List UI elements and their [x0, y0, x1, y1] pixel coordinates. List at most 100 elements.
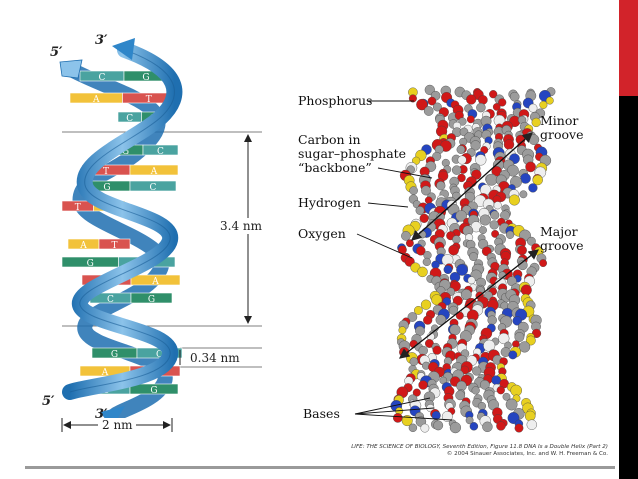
atom [432, 345, 442, 355]
base-letter: T [103, 167, 109, 177]
base-letter: G [122, 147, 129, 157]
width-label: 2 nm [102, 418, 133, 432]
atom [519, 190, 528, 199]
atom [456, 145, 466, 154]
base-block [129, 164, 179, 176]
accent-bar-black [619, 96, 638, 479]
atom [508, 350, 518, 360]
bottom-divider [25, 466, 615, 469]
atom [520, 284, 532, 296]
atom [417, 266, 428, 278]
base-block [130, 292, 173, 304]
credit-line-2: © 2004 Sinauer Associates, Inc. and W. H… [446, 451, 608, 457]
base-letter: C [157, 147, 164, 157]
atom [514, 423, 524, 433]
atom [469, 422, 479, 431]
atom [466, 94, 477, 105]
atom [509, 91, 520, 102]
atom [496, 386, 505, 395]
atom [419, 213, 429, 223]
atom [401, 415, 413, 427]
base-letter: G [103, 183, 110, 193]
atom [505, 398, 518, 411]
atom [431, 260, 440, 269]
carbon-leader [377, 167, 433, 179]
atom [496, 421, 506, 431]
atom [482, 421, 493, 432]
atom [408, 94, 417, 103]
atom [525, 161, 536, 173]
atom [452, 165, 462, 175]
base-letter: A [79, 241, 87, 251]
front-strand-edge [69, 49, 175, 393]
base-letter: T [146, 95, 152, 105]
top-strand-tail-icon [59, 59, 83, 79]
atom [526, 419, 537, 430]
atom [467, 276, 476, 285]
base-letter: G [111, 350, 118, 360]
atom [528, 103, 538, 113]
atom [539, 100, 548, 109]
atom [517, 245, 527, 256]
bases-leader-3 [354, 413, 453, 421]
base-block [130, 274, 181, 286]
bottom-strand-arrow-icon [100, 406, 125, 428]
base-letter: A [151, 277, 159, 287]
label-5prime-top: 5′ [50, 45, 63, 60]
atom [514, 332, 525, 342]
atom [423, 106, 434, 116]
atom [545, 96, 554, 105]
pitch-label: 3.4 nm [220, 219, 263, 233]
atom [508, 194, 520, 206]
carbon-label-1: Carbon in [298, 132, 361, 147]
base-letter: C [156, 350, 163, 360]
atom [485, 173, 498, 186]
atom [469, 252, 478, 262]
atom [418, 230, 427, 239]
atom [466, 115, 475, 124]
atom [477, 402, 487, 411]
atom [412, 388, 421, 397]
carbon-label-2: sugar–phosphate [298, 146, 406, 161]
atom [491, 375, 502, 386]
bases-leader-1 [354, 397, 431, 415]
atom [427, 96, 437, 106]
base-letter: C [150, 183, 157, 193]
atom [432, 102, 442, 112]
atom [487, 315, 497, 325]
atom [524, 410, 536, 422]
atom [416, 98, 428, 111]
base-block [129, 180, 177, 192]
atom [420, 423, 430, 433]
atom [531, 117, 541, 128]
atom [398, 326, 407, 335]
atom [449, 324, 461, 336]
base-block [129, 383, 179, 395]
space-filling-model [390, 84, 556, 434]
figure-credit: LIFE: THE SCIENCE OF BIOLOGY, Seventh Ed… [318, 444, 608, 458]
base-letter: G [150, 386, 157, 396]
atom [472, 366, 482, 376]
atom [448, 244, 459, 256]
base-letter: C [126, 114, 133, 124]
atom [493, 201, 502, 210]
hydrogen-label: Hydrogen [298, 195, 361, 210]
base-letter: A [101, 368, 109, 378]
atom [433, 420, 444, 431]
atom [422, 257, 431, 267]
minor-groove-arrow [411, 132, 533, 241]
base-letter: A [150, 167, 158, 177]
atom [436, 181, 446, 191]
bases-label: Bases [303, 406, 340, 421]
base-block [142, 144, 179, 156]
carbon-label-3: “backbone” [298, 160, 372, 175]
base-letter: T [111, 241, 117, 251]
atom [492, 103, 501, 111]
hydrogen-leader [367, 202, 409, 208]
atom [506, 230, 515, 239]
